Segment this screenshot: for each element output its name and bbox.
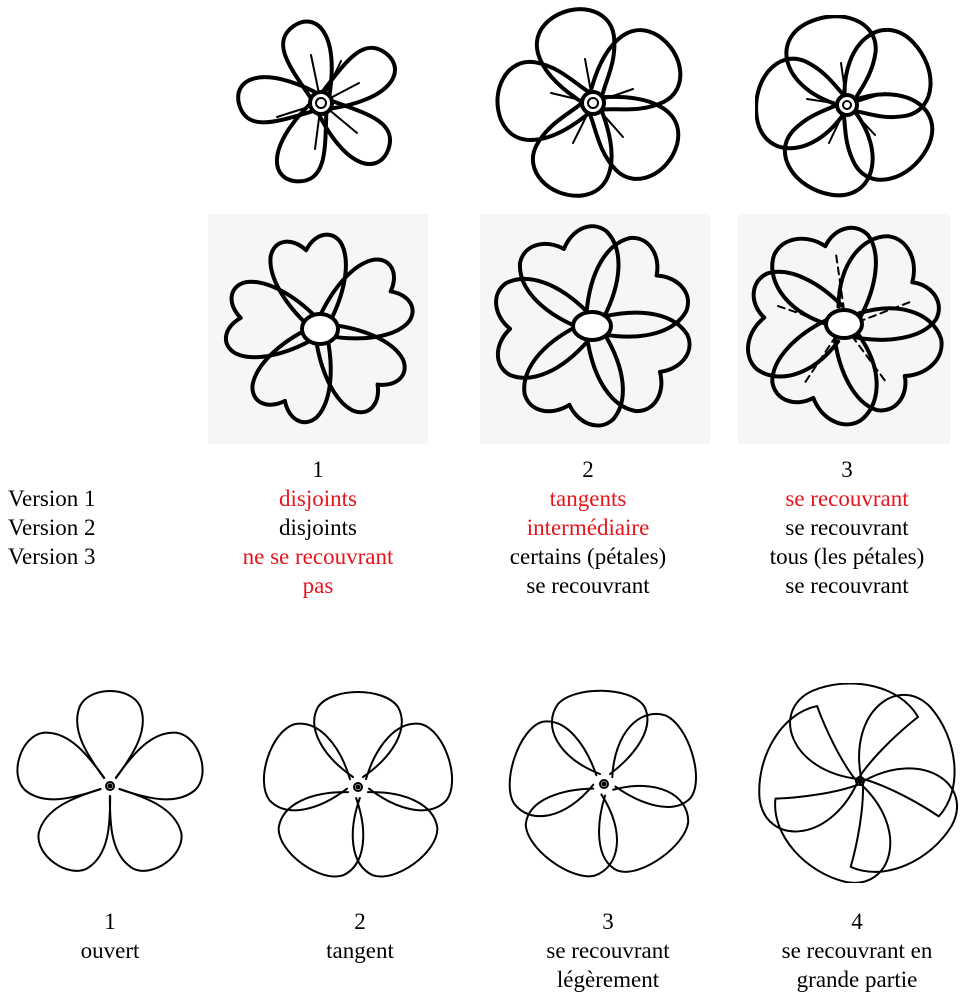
- bottom-label-4-line1: se recouvrant en: [781, 938, 933, 963]
- row-label-version-1: Version 1: [8, 486, 96, 511]
- flower-outline-tangent: [258, 685, 463, 885]
- bottom-num-4: 4: [851, 909, 863, 934]
- flower-heart-tangent: [480, 214, 710, 444]
- bottom-label-3-line1: se recouvrant: [546, 938, 670, 963]
- bottom-label-1: ouvert: [80, 938, 140, 963]
- column-header-2: 2: [582, 457, 594, 482]
- cell-v1-c2: tangents: [549, 486, 627, 511]
- cell-v3-c2-line2: se recouvrant: [526, 573, 650, 598]
- cell-v3-c1-line2: pas: [302, 573, 334, 598]
- flower-rounded-disjoint: [225, 15, 415, 200]
- flower-rounded-overlapping: [755, 15, 945, 200]
- bottom-label-3-line2: légèrement: [556, 967, 660, 992]
- cell-v2-c1: disjoints: [279, 515, 357, 540]
- bottom-num-3: 3: [602, 909, 614, 934]
- row-label-version-2: Version 2: [8, 515, 96, 540]
- cell-v3-c3-line1: tous (les pétales): [769, 544, 925, 569]
- bottom-num-1: 1: [104, 909, 116, 934]
- flower-heart-disjoint: [208, 214, 428, 444]
- cell-v2-c2: intermédiaire: [526, 515, 650, 540]
- cell-v1-c1: disjoints: [279, 486, 357, 511]
- cell-v1-c3: se recouvrant: [785, 486, 909, 511]
- column-header-3: 3: [841, 457, 853, 482]
- cell-v2-c3: se recouvrant: [785, 515, 909, 540]
- bottom-label-2: tangent: [326, 938, 394, 963]
- cell-v3-c2-line1: certains (pétales): [509, 544, 667, 569]
- column-header-1: 1: [312, 457, 324, 482]
- flower-rounded-tangent: [495, 5, 690, 205]
- row-label-version-3: Version 3: [8, 544, 96, 569]
- flower-outline-mostly-overlapping: [758, 683, 958, 883]
- bottom-label-4-line2: grande partie: [796, 967, 918, 992]
- flower-heart-overlapping: [738, 214, 950, 444]
- cell-v3-c3-line2: se recouvrant: [785, 573, 909, 598]
- flower-outline-slightly-overlapping: [508, 688, 708, 883]
- bottom-num-2: 2: [354, 909, 366, 934]
- flower-outline-open: [10, 680, 210, 885]
- cell-v3-c1-line1: ne se recouvrant: [242, 544, 394, 569]
